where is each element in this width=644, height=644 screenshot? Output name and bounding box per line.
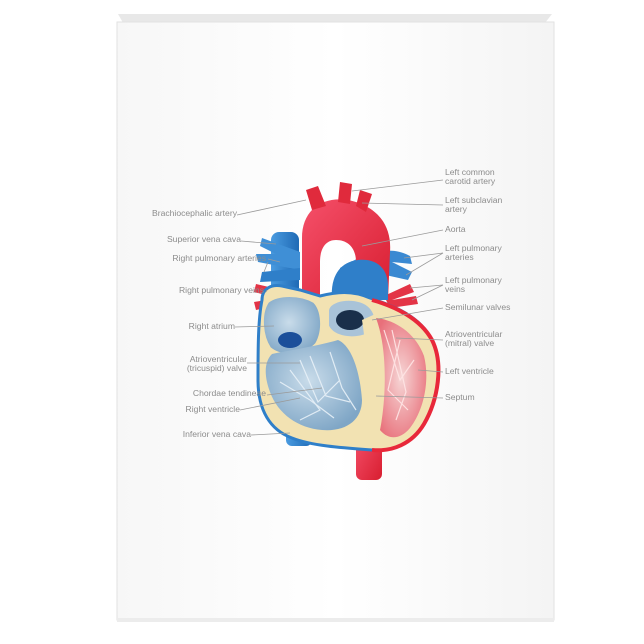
- left-pulmonary-veins-vessel: [384, 284, 418, 308]
- label-mitral-valve: Atrioventricular (mitral) valve: [445, 329, 503, 349]
- left-common-carotid-vessel: [338, 182, 352, 204]
- chordae-tendineae-left: [383, 329, 415, 421]
- label-semilunar-valves: Semilunar valves: [445, 302, 511, 312]
- label-right-pulmonary-veins: Right pulmonary veins: [178, 285, 264, 295]
- label-brachiocephalic-artery: Brachiocephalic artery: [151, 208, 237, 218]
- label-left-subclavian-artery: Left subclavian artery: [445, 195, 503, 215]
- label-left-pulmonary-veins: Left pulmonary veins: [445, 275, 502, 295]
- label-aorta: Aorta: [445, 224, 466, 234]
- septum-wall: [356, 312, 385, 440]
- leader-lines-left: [234, 199, 323, 436]
- pulmonary-trunk-vessel: [331, 259, 388, 300]
- label-tricuspid-valve: Atrioventricular (tricuspid) valve: [186, 354, 247, 374]
- label-left-ventricle: Left ventricle: [445, 366, 494, 376]
- right-atrium-chamber: [262, 295, 322, 356]
- card-bottom-shadow: [117, 618, 554, 622]
- leader-lines-right: [351, 179, 444, 399]
- right-pulmonary-arteries-vessel: [256, 238, 300, 270]
- right-atrium-opening: [278, 332, 302, 348]
- chordae-tendineae-right: [279, 351, 357, 421]
- brachiocephalic-vessel: [306, 186, 326, 210]
- label-septum: Septum: [445, 392, 475, 402]
- label-left-common-carotid-artery: Left common carotid artery: [445, 167, 496, 187]
- right-ventricle-chamber: [265, 340, 362, 431]
- label-right-atrium: Right atrium: [188, 321, 235, 331]
- semilunar-valve-cusp: [336, 310, 364, 330]
- label-superior-vena-cava: Superior vena cava: [166, 234, 241, 244]
- label-right-ventricle: Right ventricle: [185, 404, 240, 414]
- label-right-pulmonary-arteries: Right pulmonary arteries: [172, 253, 266, 263]
- label-inferior-vena-cava: Inferior vena cava: [182, 429, 251, 439]
- label-chordae-tendineae: Chordae tendineae: [192, 388, 266, 398]
- label-left-pulmonary-arteries: Left pulmonary arteries: [445, 243, 502, 263]
- left-subclavian-vessel: [356, 190, 372, 212]
